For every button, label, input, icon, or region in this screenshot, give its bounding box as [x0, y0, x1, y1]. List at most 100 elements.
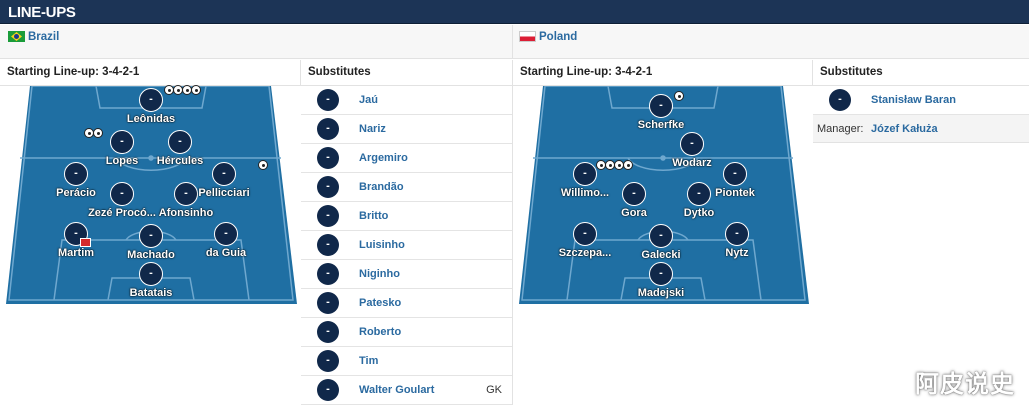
- player-rating-badge[interactable]: -: [139, 262, 163, 286]
- player-rating-badge[interactable]: -: [168, 130, 192, 154]
- substitute-rating-badge: -: [317, 147, 339, 169]
- player-name[interactable]: Szczepa...: [558, 247, 612, 259]
- player-name[interactable]: Nytz: [725, 247, 749, 259]
- player-rating-badge[interactable]: -: [687, 182, 711, 206]
- player-name[interactable]: Dytko: [683, 207, 715, 219]
- substitute-name-link[interactable]: Argemiro: [359, 152, 408, 164]
- player-name[interactable]: Willimo...: [560, 187, 610, 199]
- substitute-name-link[interactable]: Walter Goulart: [359, 384, 435, 396]
- player-marker[interactable]: -Zezé Procó...: [82, 182, 162, 219]
- substitute-rating-badge: -: [829, 89, 851, 111]
- substitute-name-link[interactable]: Brandão: [359, 181, 404, 193]
- away-subs-label: Substitutes: [820, 66, 883, 78]
- manager-name-link[interactable]: Józef Kałuża: [871, 123, 938, 135]
- player-marker[interactable]: -Piontek: [695, 162, 775, 199]
- player-rating-badge[interactable]: -: [214, 222, 238, 246]
- player-marker[interactable]: -Batatais: [111, 262, 191, 299]
- player-rating-badge[interactable]: -: [573, 222, 597, 246]
- substitute-name-link[interactable]: Nariz: [359, 123, 386, 135]
- player-rating-badge[interactable]: -: [649, 94, 673, 118]
- player-marker[interactable]: -Willimo...: [545, 162, 625, 199]
- substitute-row[interactable]: - Argemiro: [301, 144, 512, 173]
- substitute-name-link[interactable]: Niginho: [359, 268, 400, 280]
- away-team-link[interactable]: Poland: [539, 31, 578, 43]
- player-rating-badge[interactable]: -: [139, 224, 163, 248]
- player-marker[interactable]: -Szczepa...: [545, 222, 625, 259]
- player-name[interactable]: Madejski: [637, 287, 685, 299]
- player-marker[interactable]: -Scherfke: [621, 94, 701, 131]
- substitute-row[interactable]: -Tim: [301, 347, 512, 376]
- substitute-name-link[interactable]: Stanisław Baran: [871, 94, 956, 106]
- player-rating-badge[interactable]: -: [64, 162, 88, 186]
- player-name[interactable]: Lopes: [105, 155, 139, 167]
- player-marker[interactable]: -Wodarz: [652, 132, 732, 169]
- player-marker[interactable]: -Dytko: [659, 182, 739, 219]
- home-subs-label: Substitutes: [308, 66, 371, 78]
- player-marker[interactable]: -Madejski: [621, 262, 701, 299]
- goal-ball-icon: [674, 91, 684, 101]
- substitute-row[interactable]: -Luisinho: [301, 231, 512, 260]
- player-marker[interactable]: -Perácio: [36, 162, 116, 199]
- player-rating-badge[interactable]: -: [212, 162, 236, 186]
- player-rating-badge[interactable]: -: [622, 182, 646, 206]
- player-rating-badge[interactable]: -: [649, 224, 673, 248]
- substitute-row[interactable]: -Britto: [301, 202, 512, 231]
- player-marker[interactable]: -Pellicciari: [184, 162, 264, 199]
- player-name[interactable]: Machado: [127, 249, 175, 261]
- player-name[interactable]: Leônidas: [126, 113, 176, 125]
- player-name[interactable]: Scherfke: [637, 119, 685, 131]
- player-name[interactable]: Zezé Procó...: [88, 207, 156, 219]
- player-name[interactable]: Pellicciari: [198, 187, 250, 199]
- home-team-link[interactable]: Brazil: [28, 31, 60, 43]
- player-name[interactable]: Piontek: [715, 187, 755, 199]
- substitute-row[interactable]: -Patesko: [301, 289, 512, 318]
- goal-icons: [258, 160, 268, 173]
- player-name[interactable]: Galecki: [641, 249, 681, 261]
- player-rating-badge[interactable]: -: [110, 182, 134, 206]
- player-name[interactable]: Perácio: [56, 187, 96, 199]
- player-name[interactable]: Gora: [621, 207, 647, 219]
- home-substitutes-list: -Jaú-Nariz - Argemiro -Brandão-Britto-Luisi…: [301, 86, 513, 405]
- player-name[interactable]: Hércules: [156, 155, 204, 167]
- substitute-name-link[interactable]: Patesko: [359, 297, 402, 309]
- player-marker[interactable]: -Hércules: [140, 130, 220, 167]
- substitute-row[interactable]: -Roberto: [301, 318, 512, 347]
- player-marker[interactable]: -Gora: [594, 182, 674, 219]
- player-rating-badge[interactable]: -: [725, 222, 749, 246]
- player-name[interactable]: Batatais: [129, 287, 173, 299]
- home-pitch: -Leônidas-Lopes-Hércules-Perácio-Zezé Pr…: [0, 85, 301, 304]
- player-rating-badge[interactable]: -: [680, 132, 704, 156]
- substitute-row[interactable]: -Jaú: [301, 86, 512, 115]
- player-name[interactable]: Afonsinho: [158, 207, 214, 219]
- substitute-name-link[interactable]: Luisinho: [359, 239, 405, 251]
- player-marker[interactable]: -Martim: [36, 222, 116, 259]
- player-rating-badge[interactable]: -: [110, 130, 134, 154]
- player-name[interactable]: da Guia: [205, 247, 247, 259]
- substitute-row[interactable]: -Nariz: [301, 115, 512, 144]
- substitute-row[interactable]: -Brandão: [301, 173, 512, 202]
- player-marker[interactable]: -Machado: [111, 224, 191, 261]
- player-marker[interactable]: -Galecki: [621, 224, 701, 261]
- player-rating-badge[interactable]: -: [573, 162, 597, 186]
- substitute-row[interactable]: -Niginho: [301, 260, 512, 289]
- player-marker[interactable]: -Afonsinho: [146, 182, 226, 219]
- player-rating-badge[interactable]: -: [649, 262, 673, 286]
- away-pitch: -Scherfke-Wodarz-Willimo...-Gora-Dytko-P…: [513, 86, 813, 304]
- substitute-name-link[interactable]: Tim: [359, 355, 379, 367]
- player-marker[interactable]: -da Guia: [186, 222, 266, 259]
- goal-ball-icon: [191, 85, 201, 95]
- player-rating-badge[interactable]: -: [139, 88, 163, 112]
- player-marker[interactable]: -Nytz: [697, 222, 777, 259]
- player-rating-badge[interactable]: -: [723, 162, 747, 186]
- substitute-name-link[interactable]: Jaú: [359, 94, 378, 106]
- player-marker[interactable]: -Lopes: [82, 130, 162, 167]
- substitute-name-link[interactable]: Roberto: [359, 326, 402, 338]
- substitute-name-link[interactable]: Britto: [359, 210, 389, 222]
- player-name[interactable]: Wodarz: [672, 157, 712, 169]
- player-rating-badge[interactable]: -: [174, 182, 198, 206]
- substitute-row[interactable]: - Stanisław Baran: [813, 86, 1029, 115]
- player-marker[interactable]: -Leônidas: [111, 88, 191, 125]
- player-name[interactable]: Martim: [57, 247, 95, 259]
- watermark-text: 阿皮说史: [915, 371, 1015, 398]
